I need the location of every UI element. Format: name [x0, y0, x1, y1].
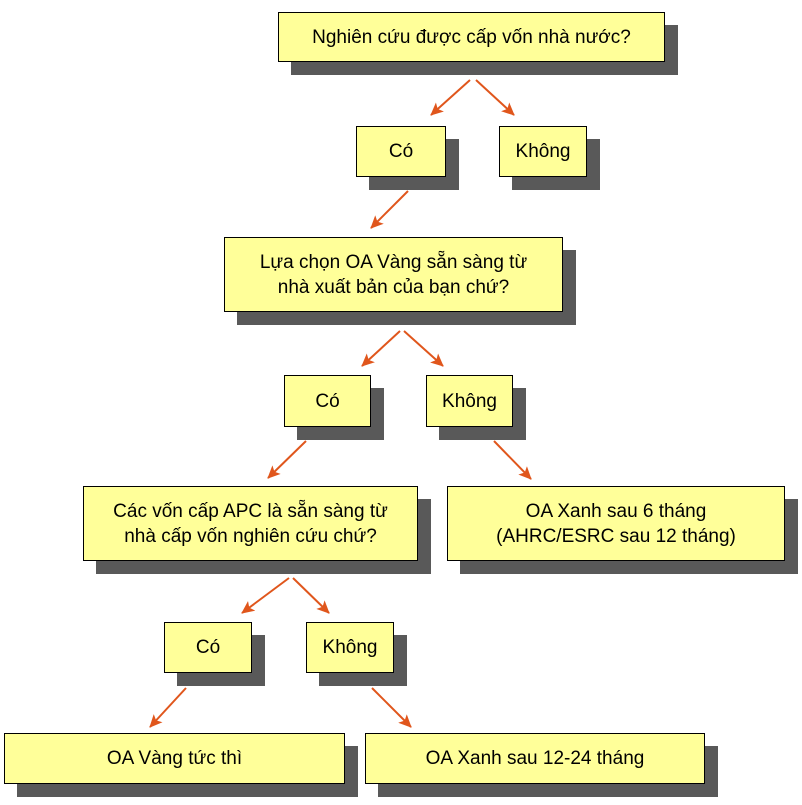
arrow-q3-to-no	[292, 577, 330, 614]
node-label-line-1: Lựa chọn OA Vàng sẵn sàng từ	[259, 251, 528, 273]
node-outcome-green-6-months: OA Xanh sau 6 tháng (AHRC/ESRC sau 12 th…	[447, 486, 785, 561]
node-label: Không	[515, 141, 571, 162]
node-label: Không	[442, 390, 497, 412]
node-outcome-green-12-24-months: OA Xanh sau 12-24 tháng	[365, 733, 705, 784]
node-label: OA Xanh sau 12-24 tháng	[425, 748, 645, 769]
arrow-q3-to-yes	[241, 577, 290, 614]
node-q2-yes: Có	[284, 375, 371, 427]
node-q3-no: Không	[306, 622, 394, 673]
arrow-q2-to-no	[403, 330, 444, 367]
node-q1-yes: Có	[356, 126, 446, 177]
arrow-q3-no-to-green-12-24	[371, 687, 412, 728]
arrow-q1-to-no	[475, 79, 515, 116]
node-label: Có	[195, 637, 221, 658]
node-label-line-1: OA Xanh sau 6 tháng	[525, 500, 707, 522]
node-label: Có	[388, 141, 414, 162]
arrow-q1-to-yes	[430, 79, 471, 116]
node-label-line-2: nhà xuất bản của bạn chứ?	[277, 276, 510, 298]
node-label: Nghiên cứu được cấp vốn nhà nước?	[312, 26, 631, 48]
node-label-line-2: (AHRC/ESRC sau 12 tháng)	[496, 525, 736, 547]
node-label-line-1: Các vốn cấp APC là sẵn sàng từ	[113, 500, 388, 522]
arrow-q3-yes-to-gold	[149, 687, 187, 728]
node-publicly-funded-question: Nghiên cứu được cấp vốn nhà nước?	[278, 12, 665, 62]
node-label: OA Vàng tức thì	[106, 748, 243, 769]
arrow-q2-yes-to-q3	[267, 440, 307, 479]
node-label-line-2: nhà cấp vốn nghiên cứu chứ?	[124, 525, 377, 547]
node-apc-funds-question: Các vốn cấp APC là sẵn sàng từ nhà cấp v…	[83, 486, 418, 561]
node-gold-oa-publisher-question: Lựa chọn OA Vàng sẵn sàng từ nhà xuất bả…	[224, 237, 563, 312]
node-q1-no: Không	[499, 126, 587, 177]
arrow-q2-to-yes	[361, 330, 401, 367]
node-label: Có	[315, 390, 340, 412]
node-q2-no: Không	[426, 375, 513, 427]
node-label: Không	[322, 637, 378, 658]
arrow-q1-yes-to-q2	[370, 190, 409, 229]
node-outcome-gold-immediate: OA Vàng tức thì	[4, 733, 345, 784]
node-q3-yes: Có	[164, 622, 252, 673]
arrow-q2-no-to-green-6	[493, 440, 532, 480]
